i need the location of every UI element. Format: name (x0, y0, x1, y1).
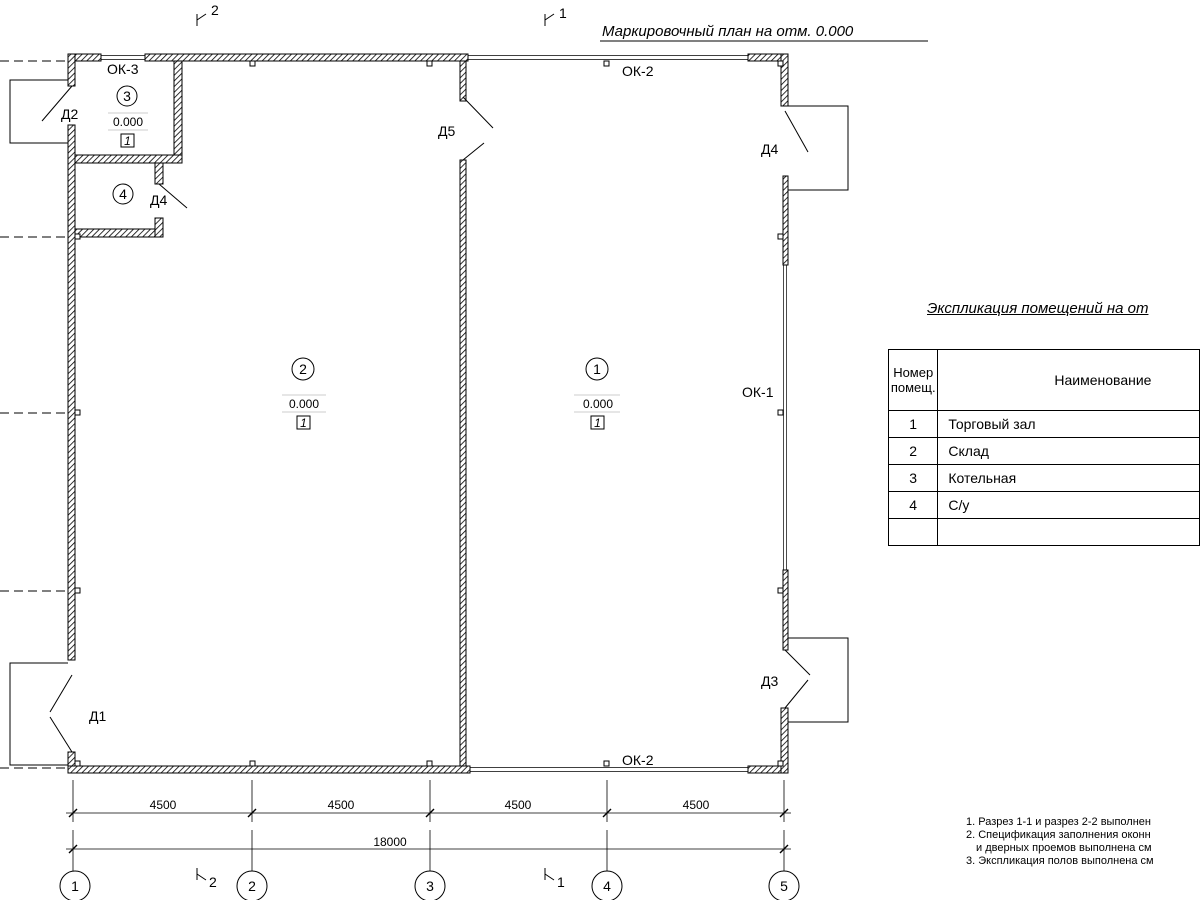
room-3-level: 0.000 (113, 115, 143, 129)
window-glazing (101, 55, 787, 772)
section-mark-1-bottom: 1 (544, 868, 565, 890)
svg-text:1: 1 (593, 361, 601, 377)
note-1: 1. Разрез 1-1 и разрез 2-2 выполнен (966, 816, 1151, 828)
exterior-walls (67, 53, 789, 774)
axis-3: 3 (426, 878, 434, 894)
room-1-floor: 1 (594, 416, 601, 430)
label-ok2-bottom: ОК-2 (622, 752, 654, 768)
doors (9, 79, 849, 766)
axis-5: 5 (780, 878, 788, 894)
drawing-notes: 1. Разрез 1-1 и разрез 2-2 выполнен 2. С… (966, 816, 1154, 868)
label-ok2-top: ОК-2 (622, 63, 654, 79)
table-row (887, 518, 1200, 546)
section-mark-1-top: 1 (544, 5, 567, 26)
label-d2: Д2 (61, 106, 78, 122)
axis-1: 1 (71, 878, 79, 894)
svg-text:2: 2 (211, 2, 219, 18)
dim-1-2: 4500 (150, 798, 177, 812)
dimension-lines (66, 780, 791, 872)
note-3: 3. Экспликация полов выполнена см (966, 855, 1154, 867)
svg-text:3: 3 (123, 88, 131, 104)
dim-total: 18000 (373, 835, 407, 849)
label-ok3: ОК-3 (107, 61, 139, 77)
table-row: 2 Склад (887, 437, 1200, 465)
grid-axis-stubs (0, 60, 66, 769)
interior-partition (459, 60, 467, 767)
dim-4-5: 4500 (683, 798, 710, 812)
table-row: 1 Торговый зал (887, 410, 1200, 438)
dim-2-3: 4500 (328, 798, 355, 812)
explication-title: Экспликация помещений на от (927, 300, 1149, 317)
room-2-level: 0.000 (289, 397, 319, 411)
columns (74, 60, 784, 767)
table-header-row: Номер помещ. Наименование (887, 349, 1200, 411)
table-row: 4 С/у (887, 491, 1200, 519)
section-mark-2-top: 2 (196, 2, 219, 26)
svg-text:1: 1 (559, 5, 567, 21)
room-1-level: 0.000 (583, 397, 613, 411)
dim-3-4: 4500 (505, 798, 532, 812)
table-row: 3 Котельная (887, 464, 1200, 492)
header-room-name: Наименование (937, 349, 1200, 411)
header-room-number: Номер помещ. (887, 349, 939, 411)
label-d4-wc: Д4 (150, 192, 167, 208)
row-number: 4 (887, 491, 939, 519)
axis-4: 4 (603, 878, 611, 894)
axis-2: 2 (248, 878, 256, 894)
svg-text:1: 1 (557, 874, 565, 890)
row-name (937, 518, 1200, 546)
label-d3: Д3 (761, 673, 778, 689)
room-2-floor: 1 (300, 416, 307, 430)
note-2: 2. Спецификация заполнения оконн (966, 829, 1151, 841)
svg-text:4: 4 (119, 186, 127, 202)
room-3-marker: 3 0.000 1 (108, 85, 148, 148)
row-number: 3 (887, 464, 939, 492)
row-name: Торговый зал (937, 410, 1200, 438)
svg-text:2: 2 (299, 361, 307, 377)
room-4-marker: 4 (112, 183, 134, 205)
explication-table: Номер помещ. Наименование 1 Торговый зал… (887, 349, 1200, 546)
row-name: С/у (937, 491, 1200, 519)
note-2-continued: и дверных проемов выполнена см (976, 842, 1152, 854)
row-name: Склад (937, 437, 1200, 465)
row-number: 2 (887, 437, 939, 465)
room-1-marker: 1 0.000 1 (574, 357, 620, 430)
plan-title: Маркировочный план на отм. 0.000 (602, 23, 854, 40)
label-d4: Д4 (761, 141, 778, 157)
section-mark-2-bottom: 2 (196, 868, 217, 890)
dimension-ticks (68, 808, 789, 854)
room-2-marker: 2 0.000 1 (282, 357, 326, 430)
row-number (887, 518, 939, 546)
axis-bubbles (59, 870, 800, 900)
row-number: 1 (887, 410, 939, 438)
label-ok1: ОК-1 (742, 384, 774, 400)
svg-text:2: 2 (209, 874, 217, 890)
row-name: Котельная (937, 464, 1200, 492)
room-3-floor: 1 (124, 134, 131, 148)
label-d1: Д1 (89, 708, 106, 724)
label-d5: Д5 (438, 123, 455, 139)
